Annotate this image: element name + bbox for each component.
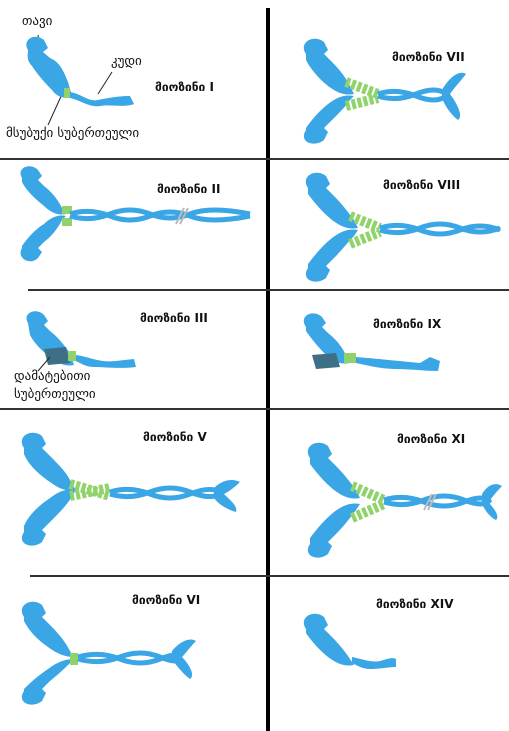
myosin-9-drawing — [303, 313, 440, 371]
myosin-2-drawing — [20, 166, 251, 262]
panel-myosin-2: მიოზინი II — [0, 158, 266, 289]
tail-shape — [356, 357, 440, 371]
coiled-tail — [383, 494, 492, 509]
tail-shape — [76, 355, 136, 368]
head-shape — [303, 38, 354, 95]
panel-title: მიოზინი IX — [373, 317, 442, 331]
panel-myosin-14: მიოზინი XIV — [270, 575, 509, 731]
panel-title: მიოზინი V — [143, 430, 207, 444]
light-subunit-label: მსუბუქი სუბერთეული — [6, 126, 140, 141]
myosin-11-drawing — [307, 442, 502, 558]
horizontal-divider — [28, 289, 509, 291]
panel-title: მიოზინი I — [155, 80, 214, 94]
myosin-8-drawing — [305, 172, 501, 282]
tail-shape — [214, 480, 240, 512]
panel-myosin-9: მიოზინი IX — [270, 289, 509, 408]
extra-subunit-label-line1: დამატებითი — [14, 369, 91, 384]
tail-label: კუდი — [111, 54, 142, 69]
myosin-3-drawing — [26, 311, 136, 372]
head-shape — [26, 36, 72, 98]
light-chain — [344, 77, 380, 111]
panel-myosin-8: მიოზინი VIII — [270, 158, 509, 289]
panel-title: მიოზინი XI — [397, 432, 466, 446]
head-shape — [303, 613, 354, 666]
horizontal-divider — [0, 158, 509, 160]
light-chain — [349, 481, 387, 523]
panel-title: მიოზინი VIII — [383, 178, 461, 192]
tail-shape — [482, 484, 502, 520]
head-label: თავი — [22, 14, 53, 29]
extra-subunit-label-line2: სუბერთეული — [14, 387, 96, 402]
panel-myosin-7: მიოზინი VII — [270, 0, 509, 158]
panel-myosin-3: დამატებითი სუბერთეული მიოზინი III — [0, 289, 266, 408]
tail-shape — [172, 639, 196, 679]
light-chain — [348, 211, 382, 249]
panel-myosin-11: მიოზინი XI — [270, 408, 509, 575]
horizontal-divider — [0, 408, 509, 410]
horizontal-divider — [30, 575, 509, 577]
head-shape — [307, 503, 360, 558]
panel-title: მიოზინი XIV — [376, 597, 454, 611]
head-shape — [307, 442, 360, 499]
myosin-14-drawing — [303, 613, 396, 669]
extra-subunit — [312, 353, 340, 369]
panel-myosin-5: მიოზინი V — [0, 408, 266, 575]
head-shape — [21, 659, 74, 705]
head-shape — [21, 432, 76, 491]
tail-shape — [70, 92, 134, 107]
head-shape — [303, 95, 354, 144]
panel-title: მიოზინი VI — [132, 593, 201, 607]
head-shape — [21, 489, 76, 546]
myosin-1-drawing — [26, 34, 134, 126]
myosin-6-drawing — [21, 601, 196, 705]
panel-myosin-1: თავი კუდი მსუბუქი სუბერთეული მიოზინი I — [0, 0, 266, 158]
panel-title: მიოზინი VII — [392, 50, 465, 64]
panel-title: მიოზინი III — [140, 311, 208, 325]
tail-shape — [352, 657, 396, 669]
tail-shape — [442, 72, 466, 120]
head-shape — [305, 172, 358, 229]
head-shape — [20, 215, 66, 262]
panel-myosin-6: მიოზინი VI — [0, 575, 266, 731]
coiled-tail — [109, 486, 222, 501]
myosin-5-drawing — [21, 432, 240, 546]
panel-title: მიოზინი II — [157, 182, 221, 196]
head-shape — [21, 601, 74, 657]
coiled-tail — [379, 222, 501, 237]
head-shape — [303, 313, 350, 364]
vertical-divider — [266, 8, 270, 731]
head-shape — [20, 166, 66, 215]
myosin-7-drawing — [303, 38, 466, 144]
head-shape — [305, 229, 358, 282]
light-chain — [68, 479, 112, 501]
extra-subunit — [44, 347, 70, 365]
